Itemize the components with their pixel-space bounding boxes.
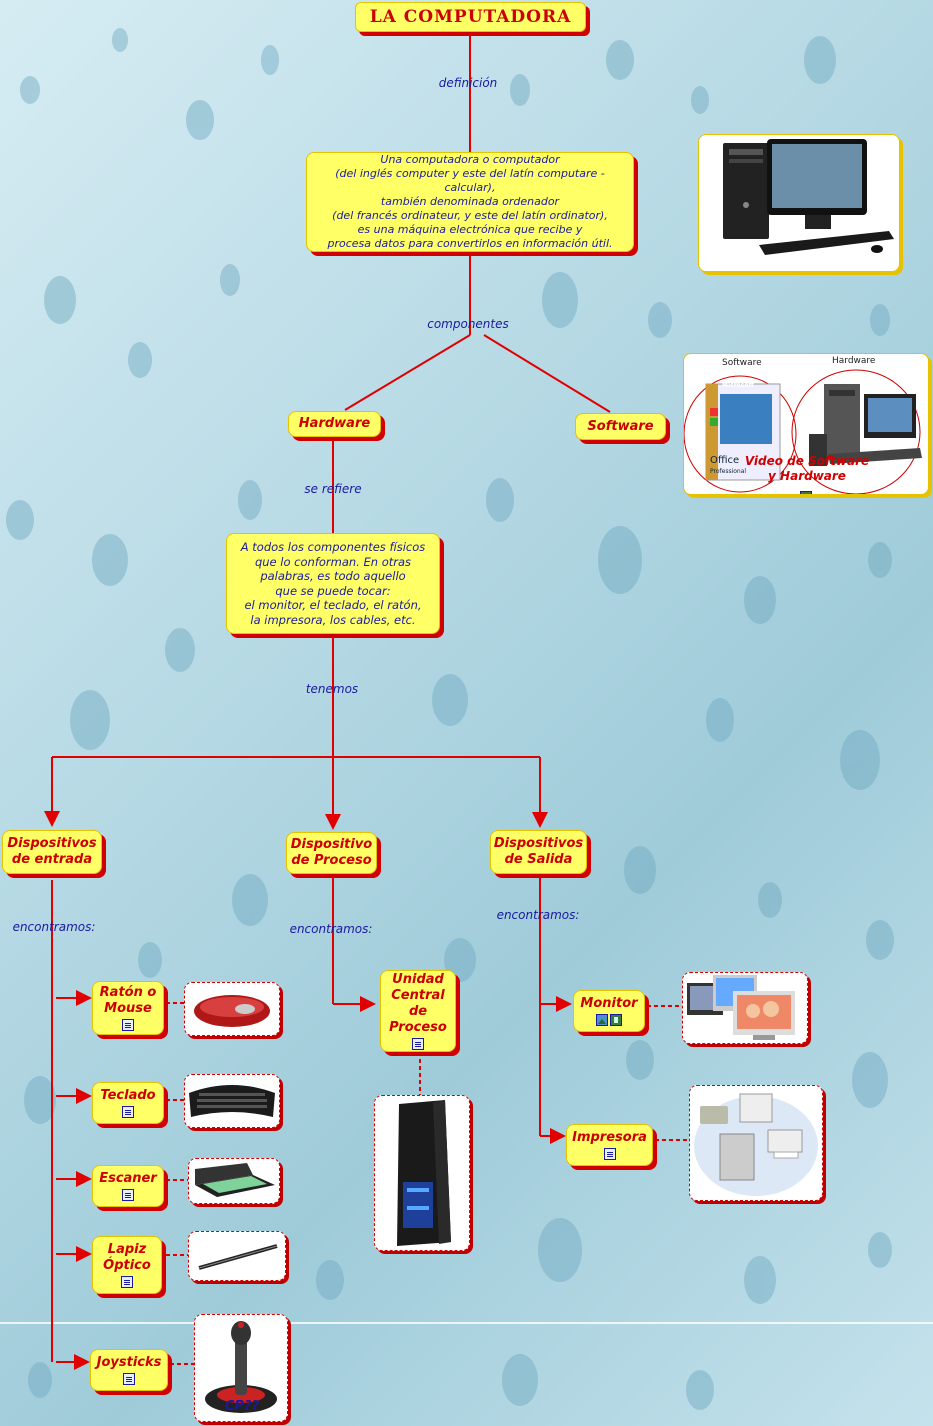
keyboard-image — [184, 1074, 280, 1128]
entrada-node[interactable]: Dispositivos de entrada — [2, 830, 102, 874]
monitor-node[interactable]: Monitor — [573, 990, 645, 1032]
hardware-caption: Hardware — [832, 354, 875, 369]
definition-line: es una máquina electrónica que recibe y — [358, 223, 583, 237]
mouse-image — [184, 982, 280, 1036]
main-title-node[interactable]: LA COMPUTADORA — [355, 2, 586, 32]
salida-label-line: de Salida — [505, 852, 573, 868]
office-text: Office — [710, 456, 739, 466]
teclado-label: Teclado — [100, 1088, 155, 1104]
video-label-line: Video de Software — [745, 454, 869, 468]
hardware-desc-line: palabras, es todo aquello — [260, 569, 405, 584]
hardware-label: Hardware — [299, 416, 370, 432]
proceso-label-line: Dispositivo — [291, 837, 373, 853]
monitor-label: Monitor — [580, 996, 637, 1012]
definition-line: Una computadora o computador — [380, 153, 559, 167]
joysticks-label: Joysticks — [97, 1355, 162, 1371]
link-encontramos-proceso: encontramos: — [290, 922, 373, 936]
printer-image — [689, 1085, 823, 1201]
scanner-image — [188, 1158, 280, 1204]
proceso-label-line: de Proceso — [291, 853, 371, 869]
hardware-description-node[interactable]: A todos los componentes físicos que lo c… — [226, 533, 440, 634]
document-icon[interactable] — [122, 1189, 134, 1201]
lapiz-optico-node[interactable]: Lapiz Óptico — [92, 1236, 162, 1294]
link-encontramos-salida: encontramos: — [497, 908, 580, 922]
software-caption: Software — [722, 356, 762, 371]
document-icon[interactable] — [412, 1038, 424, 1050]
video-label-line: y Hardware — [768, 469, 846, 483]
joystick-image: CP?? — [194, 1314, 288, 1422]
software-label: Software — [587, 419, 653, 435]
optical-pen-image — [188, 1231, 286, 1281]
ucp-label-line: Central — [391, 988, 444, 1004]
joystick-overlay-text: CP?? — [225, 1399, 259, 1414]
document-icon[interactable] — [122, 1106, 134, 1118]
lapiz-label-line: Lapiz — [108, 1242, 146, 1258]
teclado-node[interactable]: Teclado — [92, 1082, 164, 1124]
proceso-node[interactable]: Dispositivo de Proceso — [286, 832, 377, 874]
impresora-node[interactable]: Impresora — [566, 1124, 653, 1166]
raton-label-line: Ratón o — [100, 985, 157, 1001]
video-link-label[interactable]: Video de Software y Hardware — [742, 454, 872, 484]
professional-text: Professional — [710, 468, 746, 475]
hardware-desc-line: la impresora, los cables, etc. — [250, 613, 415, 628]
link-definicion: definición — [439, 76, 498, 90]
cpu-tower-image — [374, 1095, 470, 1251]
lapiz-label-line: Óptico — [103, 1258, 151, 1274]
raton-label-line: Mouse — [104, 1001, 152, 1017]
entrada-label-line: de entrada — [12, 852, 92, 868]
computer-image — [698, 134, 900, 272]
software-hardware-video-image: Software Hardware Microsoft Office Profe… — [683, 353, 929, 495]
joysticks-node[interactable]: Joysticks — [90, 1349, 168, 1391]
document-icon[interactable] — [122, 1019, 134, 1031]
monitor-image — [682, 972, 808, 1044]
hardware-node[interactable]: Hardware — [288, 411, 381, 437]
ucp-label-line: de — [409, 1004, 427, 1020]
video-icon[interactable] — [800, 491, 812, 495]
main-title-text: LA COMPUTADORA — [370, 7, 572, 27]
video-icon[interactable] — [610, 1014, 622, 1026]
image-icon[interactable] — [596, 1014, 608, 1026]
definition-line: (del francés ordinateur, y este del latí… — [332, 209, 608, 223]
hardware-desc-line: que lo conforman. En otras — [255, 555, 411, 570]
hardware-desc-line: que se puede tocar: — [275, 584, 390, 599]
link-se-refiere: se refiere — [304, 482, 361, 496]
hardware-desc-line: A todos los componentes físicos — [241, 540, 426, 555]
microsoft-text: Microsoft — [722, 382, 754, 390]
document-icon[interactable] — [123, 1373, 135, 1385]
impresora-label: Impresora — [572, 1130, 647, 1146]
definition-line: también denominada ordenador — [381, 195, 559, 209]
link-encontramos-entrada: encontramos: — [13, 920, 96, 934]
ucp-label-line: Unidad — [392, 972, 444, 988]
definition-line: procesa datos para convertirlos en infor… — [328, 237, 613, 251]
ucp-node[interactable]: Unidad Central de Proceso — [380, 970, 456, 1052]
salida-node[interactable]: Dispositivos de Salida — [490, 830, 587, 874]
definition-node[interactable]: Una computadora o computador (del inglés… — [306, 152, 634, 252]
ucp-label-line: Proceso — [389, 1020, 447, 1036]
document-icon[interactable] — [121, 1276, 133, 1288]
escaner-label: Escaner — [99, 1171, 157, 1187]
entrada-label-line: Dispositivos — [7, 836, 96, 852]
link-componentes: componentes — [427, 317, 509, 331]
escaner-node[interactable]: Escaner — [92, 1165, 164, 1207]
link-tenemos: tenemos — [306, 682, 358, 696]
definition-line: (del inglés computer y este del latín co… — [311, 167, 629, 195]
hardware-desc-line: el monitor, el teclado, el ratón, — [244, 598, 421, 613]
document-icon[interactable] — [604, 1148, 616, 1160]
software-node[interactable]: Software — [575, 413, 666, 440]
raton-node[interactable]: Ratón o Mouse — [92, 981, 164, 1035]
salida-label-line: Dispositivos — [494, 836, 583, 852]
